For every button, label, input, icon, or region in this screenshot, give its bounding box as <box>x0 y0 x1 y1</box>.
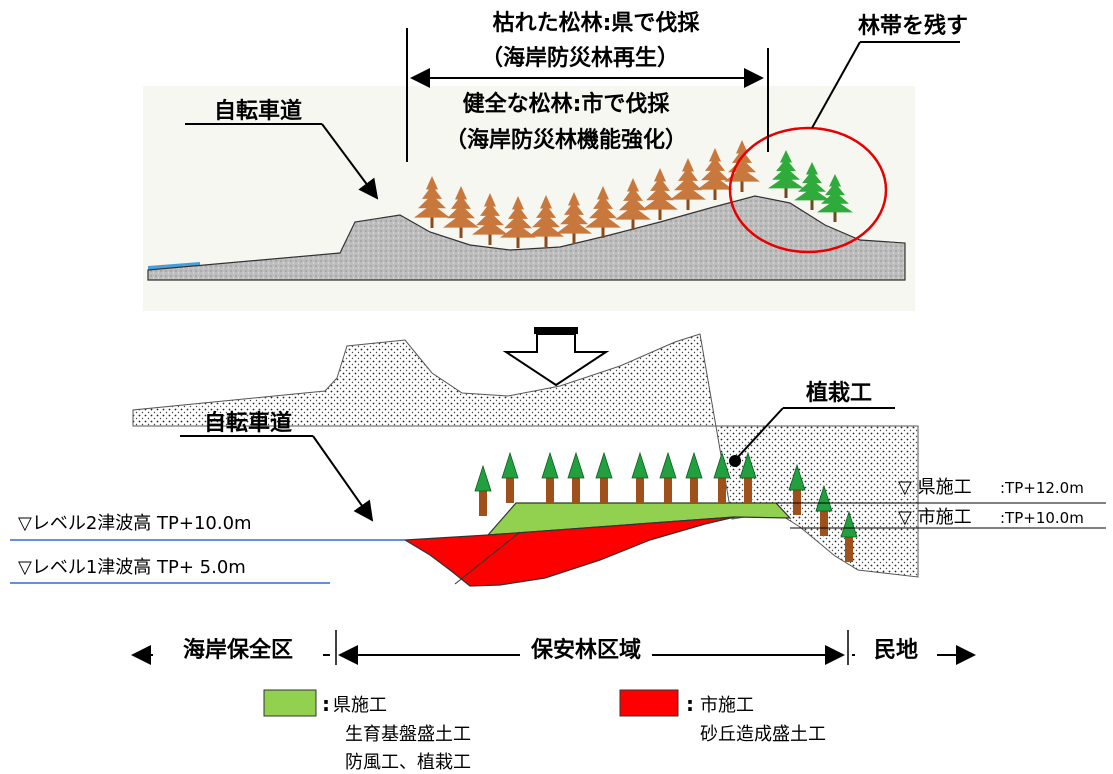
label-planting: 植栽工 <box>806 380 872 406</box>
top-ground-profile <box>147 195 906 281</box>
dead-pine-tree <box>697 148 733 200</box>
dead-pine-tree <box>472 193 508 245</box>
dead-pine-tree <box>642 168 678 220</box>
top-dimension-lines <box>406 28 769 162</box>
top-dead-pine-trees <box>414 140 760 248</box>
zone-forest-label-bg <box>520 635 652 663</box>
planted-tree <box>815 484 833 536</box>
healthy-pine-tree <box>768 150 804 198</box>
dead-pine-tree <box>528 195 564 247</box>
planted-tree <box>541 451 559 503</box>
legend-city-colon: : <box>686 692 694 716</box>
healthy-pine-tree <box>794 162 830 210</box>
value-city-height: :TP+10.0m <box>1000 509 1084 527</box>
keep-belt-leader <box>811 41 861 129</box>
legend-city-swatch <box>619 689 679 717</box>
city-embankment <box>403 516 736 587</box>
legend-pref-swatch <box>263 689 317 717</box>
label-zone-coast: 海岸保全区 <box>183 637 293 663</box>
planted-tree <box>631 451 649 503</box>
planted-tree <box>685 451 703 503</box>
healthy-pine-tree <box>817 174 853 222</box>
label-bottom-bike-path: 自転車道 <box>204 410 292 436</box>
label-zone-forest: 保安林区域 <box>530 637 641 663</box>
bottom-planted-trees <box>474 451 858 562</box>
bottom-panel <box>10 333 1106 587</box>
label-tsunami-l2: ▽レベル2津波高 TP+10.0m <box>18 513 252 534</box>
planted-tree <box>474 464 492 516</box>
planted-tree <box>595 451 613 503</box>
legend-city-line2: 砂丘造成盛土工 <box>700 724 826 745</box>
label-cut-city-line2: （海岸防災林機能強化） <box>445 127 687 153</box>
dead-pine-tree <box>585 186 621 238</box>
label-keep-belt: 林帯を残す <box>858 13 968 39</box>
dead-pine-tree <box>414 176 450 228</box>
planted-tree <box>501 451 519 503</box>
dead-pine-tree <box>500 196 536 248</box>
arrow-cap <box>534 327 578 334</box>
legend-pref-line2: 生育基盤盛土工 <box>345 724 471 745</box>
legend-city-title: 市施工 <box>700 695 754 716</box>
bottom-bike-leader <box>312 435 374 522</box>
dead-pine-tree <box>615 178 651 230</box>
planted-tree <box>788 463 806 515</box>
planted-tree <box>567 451 585 503</box>
legend-pref-colon: : <box>322 692 330 716</box>
label-tsunami-l1: ▽レベル1津波高 TP+ 5.0m <box>18 557 246 578</box>
value-pref-height: :TP+12.0m <box>1000 479 1084 497</box>
city-embankment-seam <box>454 531 521 585</box>
label-top-bike-path: 自転車道 <box>214 98 302 124</box>
down-arrow-icon <box>502 333 610 387</box>
legend-pref-title: 県施工 <box>333 695 387 716</box>
planting-leader <box>736 407 784 459</box>
planting-leader-dot <box>729 455 741 467</box>
legend: : 県施工 生育基盤盛土工 防風工、植栽工 : 市施工 砂丘造成盛土工 <box>263 689 826 773</box>
dead-pine-tree <box>443 186 479 238</box>
planted-tree <box>659 451 677 503</box>
label-city-height: ▽ 市施工 <box>898 507 972 528</box>
dead-pine-tree <box>556 192 592 244</box>
top-healthy-pine-trees <box>768 150 853 222</box>
zone-private-label-bg <box>855 635 937 663</box>
legend-pref-line3: 防風工、植栽工 <box>345 752 471 773</box>
top-bike-leader <box>321 123 379 200</box>
planted-tree <box>739 451 757 503</box>
zone-coast-label-bg <box>153 635 323 663</box>
label-pref-height: ▽ 県施工 <box>898 477 972 498</box>
label-cut-city-line1: 健全な松林:市で伐採 <box>463 91 671 117</box>
planted-tree <box>840 510 858 562</box>
label-cut-pref-line2: （海岸防災林再生） <box>481 45 679 71</box>
visible-dune <box>132 333 919 578</box>
zone-bar: 海岸保全区 保安林区域 民地 <box>131 630 976 665</box>
top-panel <box>143 86 915 311</box>
planted-tree <box>713 451 731 503</box>
transition-arrow <box>502 327 610 387</box>
dead-pine-tree <box>670 158 706 210</box>
label-zone-private: 民地 <box>874 638 918 663</box>
keep-belt-circle <box>728 126 888 254</box>
label-cut-pref-line1: 枯れた松林:県で伐採 <box>493 11 701 36</box>
